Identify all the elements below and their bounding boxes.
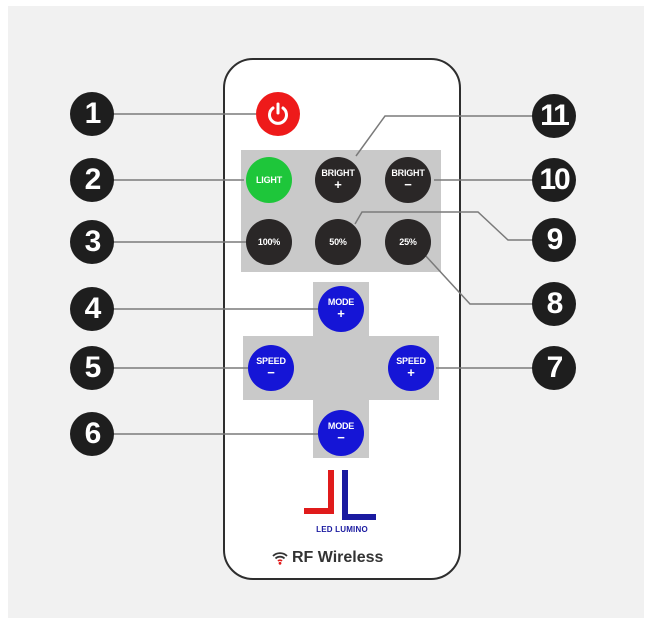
- callout-4: 4: [70, 287, 114, 331]
- mode-minus-symbol: −: [337, 430, 345, 445]
- leader-line-9: [354, 211, 534, 241]
- brightness-100-button[interactable]: 100%: [246, 219, 292, 265]
- callout-1: 1: [70, 92, 114, 136]
- mode-minus-label: MODE: [327, 421, 355, 431]
- mode-minus-button[interactable]: MODE −: [318, 410, 364, 456]
- bright-minus-symbol: −: [404, 177, 412, 192]
- callout-3: 3: [70, 220, 114, 264]
- callout-9: 9: [532, 218, 576, 262]
- brightness-100-label: 100%: [257, 236, 281, 247]
- led-lumino-logo: [304, 470, 376, 520]
- mode-plus-symbol: +: [337, 306, 345, 321]
- callout-11: 11: [532, 94, 576, 138]
- power-button[interactable]: [256, 92, 300, 136]
- bright-minus-label: BRIGHT: [391, 168, 425, 178]
- brightness-25-label: 25%: [399, 236, 417, 247]
- rf-wireless-footer: RF Wireless: [272, 549, 383, 567]
- brightness-50-label: 50%: [329, 236, 347, 247]
- wifi-icon: [272, 552, 288, 565]
- light-button[interactable]: LIGHT: [246, 157, 292, 203]
- speed-plus-button[interactable]: SPEED +: [388, 345, 434, 391]
- speed-minus-label: SPEED: [256, 356, 286, 366]
- brightness-25-button[interactable]: 25%: [385, 219, 431, 265]
- logo-text: LED LUMINO: [316, 525, 368, 534]
- speed-minus-symbol: −: [267, 365, 275, 380]
- callout-8: 8: [532, 282, 576, 326]
- speed-plus-symbol: +: [407, 365, 415, 380]
- speed-plus-label: SPEED: [396, 356, 426, 366]
- leader-line-11: [355, 115, 534, 157]
- callout-7: 7: [532, 346, 576, 390]
- leader-line-8: [423, 253, 534, 305]
- callout-5: 5: [70, 346, 114, 390]
- speed-minus-button[interactable]: SPEED −: [248, 345, 294, 391]
- mode-plus-label: MODE: [327, 297, 355, 307]
- light-button-label: LIGHT: [256, 174, 282, 185]
- power-icon: [268, 102, 288, 125]
- bright-minus-button[interactable]: BRIGHT −: [385, 157, 431, 203]
- callout-2: 2: [70, 158, 114, 202]
- callout-10: 10: [532, 158, 576, 202]
- rf-wireless-text: RF Wireless: [292, 549, 384, 566]
- bright-plus-label: BRIGHT: [321, 168, 355, 178]
- mode-plus-button[interactable]: MODE +: [318, 286, 364, 332]
- brightness-50-button[interactable]: 50%: [315, 219, 361, 265]
- bright-plus-button[interactable]: BRIGHT +: [315, 157, 361, 203]
- callout-6: 6: [70, 412, 114, 456]
- bright-plus-symbol: +: [334, 177, 342, 192]
